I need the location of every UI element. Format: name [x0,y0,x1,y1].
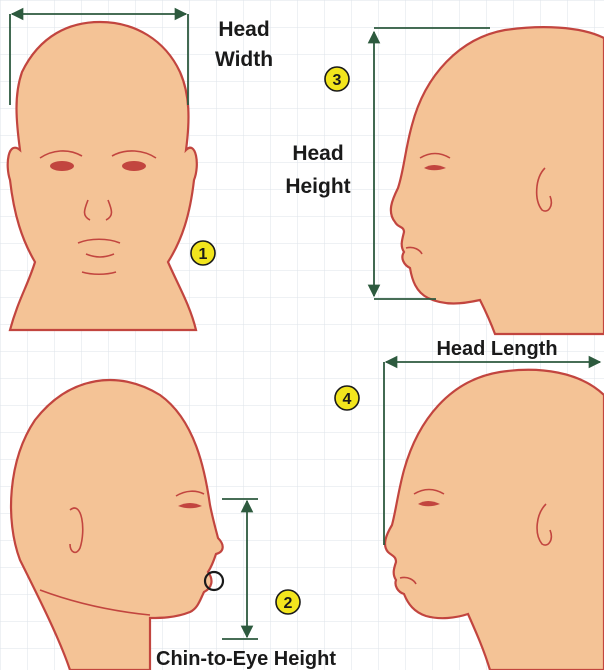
badge-3: 3 [325,67,349,91]
front-head-figure [8,22,197,330]
chin-to-eye-label: Chin-to-Eye Height [156,648,336,670]
badge-2-number: 2 [284,595,293,612]
badge-4: 4 [335,386,359,410]
head-height-label-line2: Height [285,175,350,198]
head-width-label-line1: Head [218,18,269,41]
head-length-label: Head Length [436,338,557,360]
badge-3-number: 3 [333,72,342,89]
badge-1: 1 [191,241,215,265]
badge-4-number: 4 [343,391,352,408]
badge-1-number: 1 [199,246,208,263]
head-height-label-line1: Head [292,142,343,165]
head-width-label-line2: Width [215,48,273,71]
badge-2: 2 [276,590,300,614]
